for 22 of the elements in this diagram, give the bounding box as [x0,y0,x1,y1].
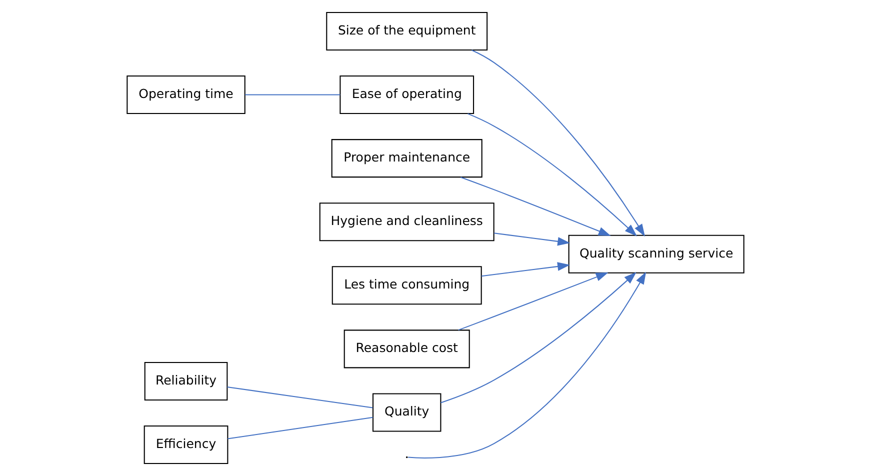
arrow [460,176,611,236]
node-box: Hygiene and cleanliness [319,202,494,242]
node-box: Quality [372,393,442,432]
node-box: Operating time [126,76,246,114]
connector [227,386,373,408]
connector [245,94,340,96]
node-box: Ease of operating [340,76,474,114]
node-box: Les time consuming [332,266,482,305]
node-box: Efficiency [144,426,228,464]
arrow [494,232,570,246]
node-box: Reasonable cost [344,330,470,368]
arrow [408,272,646,458]
node-box: Proper maintenance [331,139,482,178]
arrow [472,50,646,237]
node-box: Quality scanning service [568,234,744,274]
arrow [440,272,636,404]
arrow [458,272,608,331]
arrow [468,113,638,236]
node-box: Reliability [144,362,228,400]
connector [228,416,373,440]
arrow [481,262,570,277]
node-box: Size of the equipment [326,12,488,50]
